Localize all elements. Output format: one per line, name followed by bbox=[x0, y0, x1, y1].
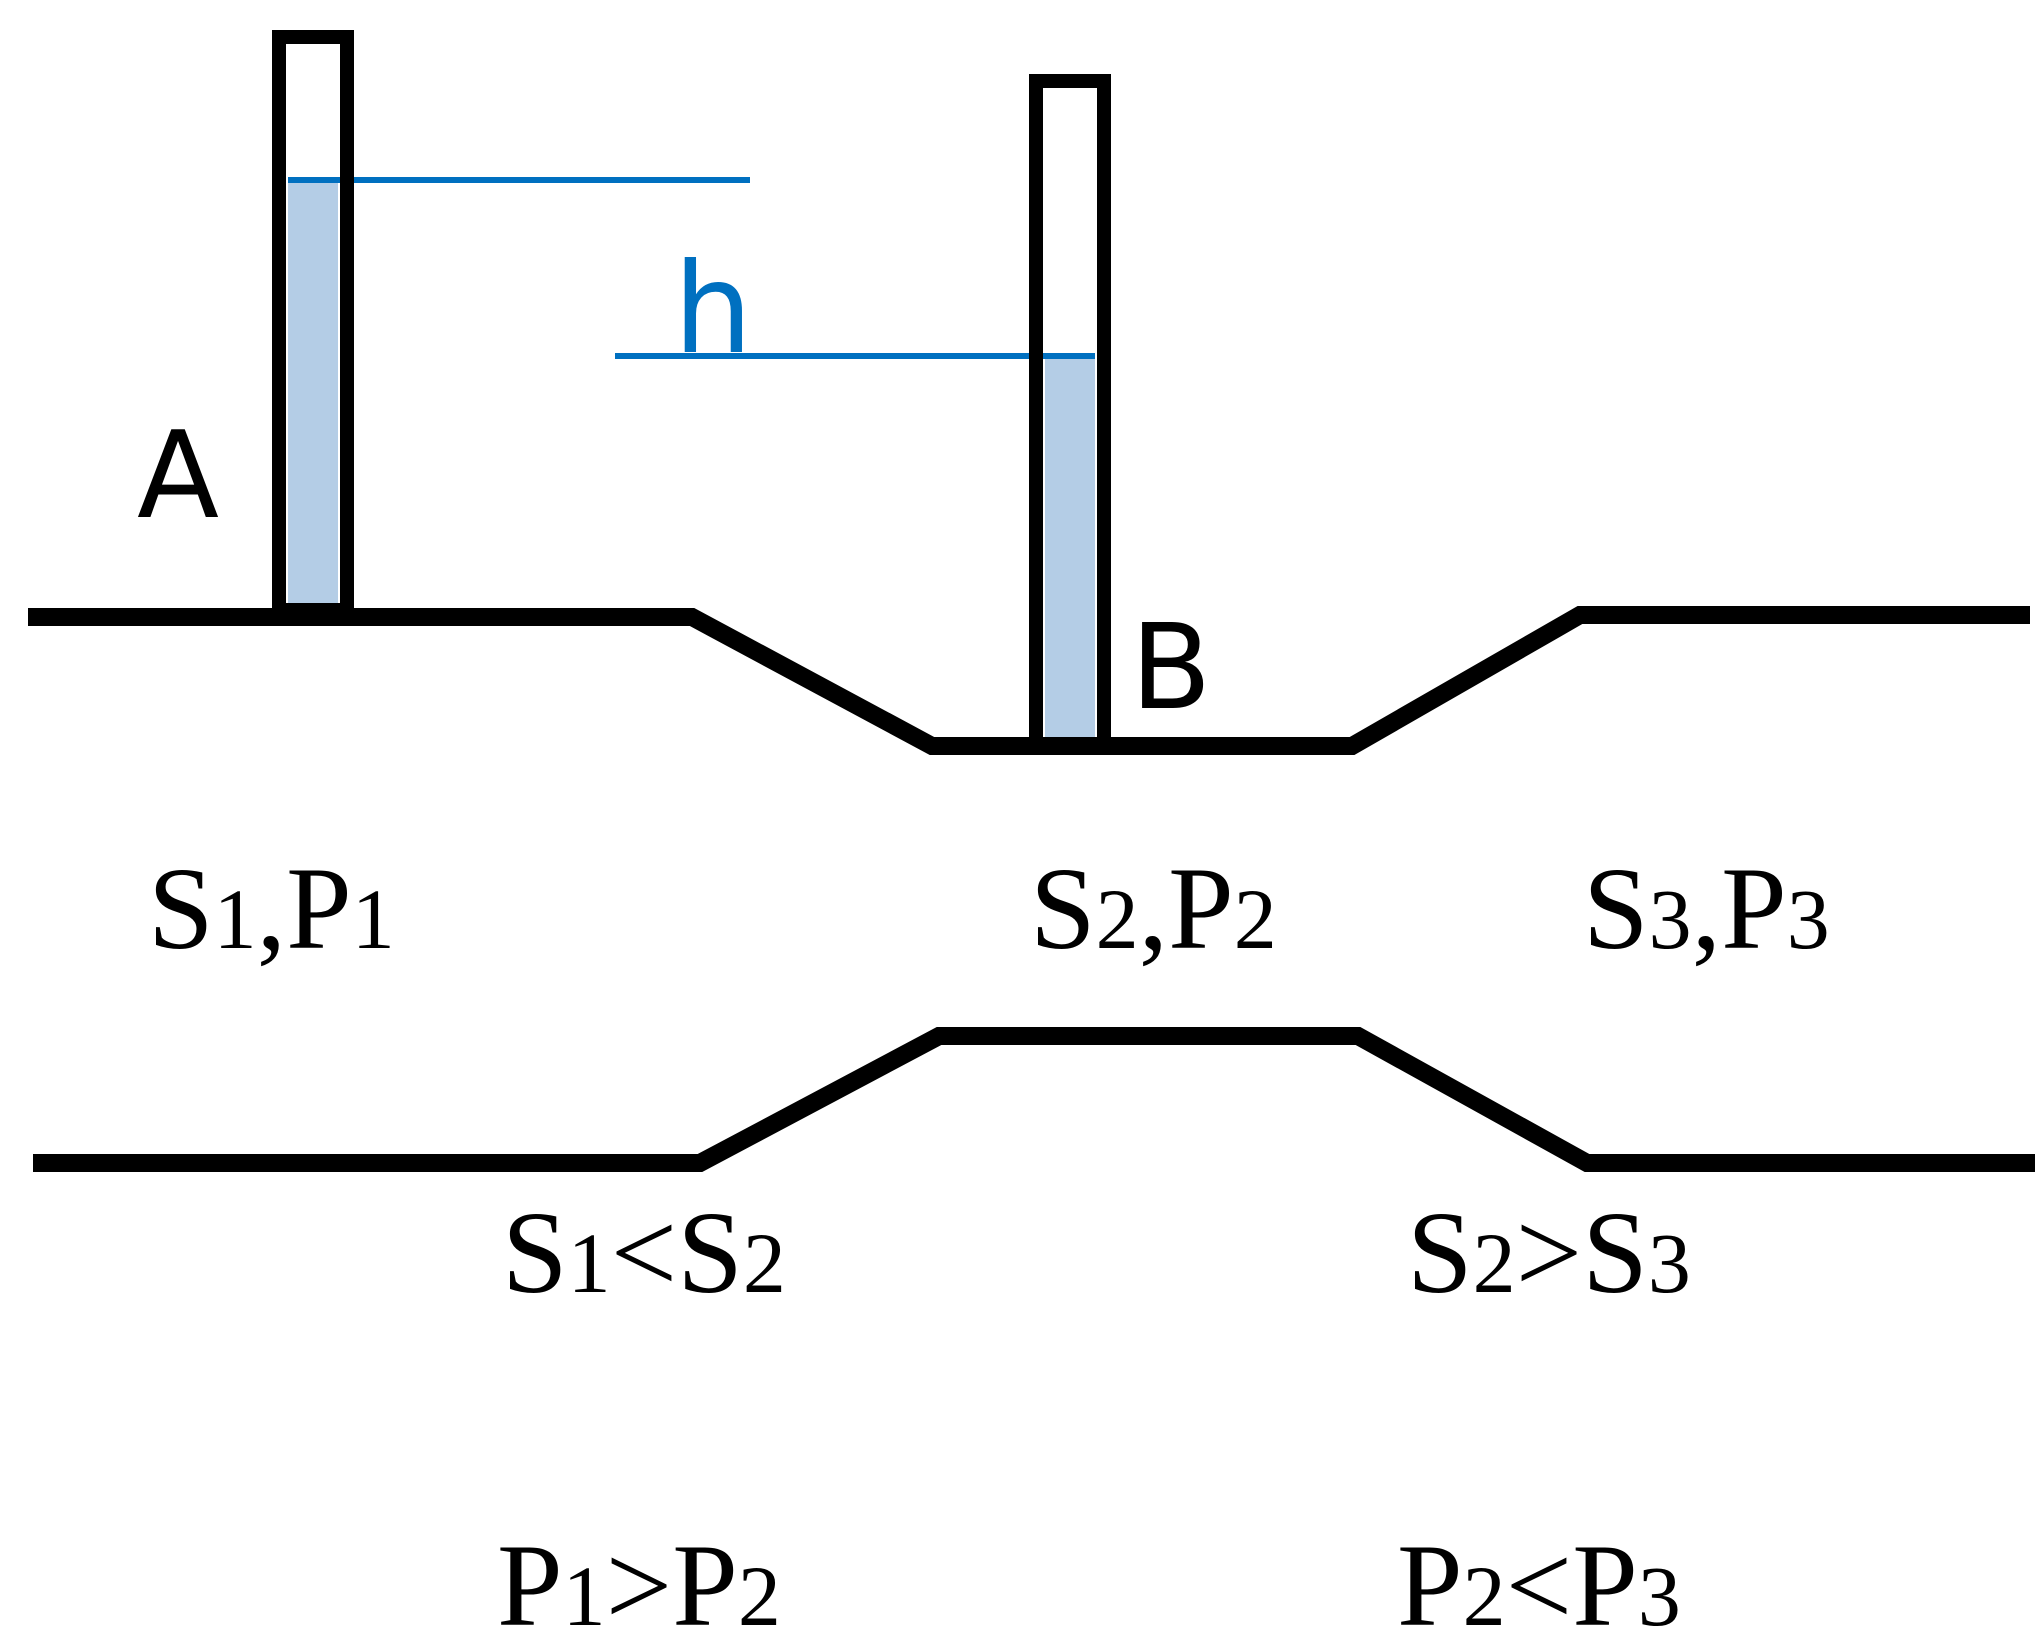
tube-a-water-fill bbox=[288, 180, 338, 610]
pipe-bottom-wall bbox=[33, 1027, 2035, 1172]
height-label: h bbox=[673, 237, 752, 382]
area-relation-left: S1<S2 bbox=[502, 1187, 786, 1318]
point-b-label: B bbox=[1131, 598, 1212, 736]
section-label-2: S2,P2 bbox=[1030, 843, 1277, 974]
pressure-relation-right: P2<P3 bbox=[1397, 1520, 1681, 1650]
point-a-label: A bbox=[137, 407, 219, 546]
section-label-1: S1,P1 bbox=[148, 843, 395, 974]
pipe-top-wall bbox=[28, 606, 2030, 755]
section-label-3: S3,P3 bbox=[1583, 843, 1830, 974]
area-relation-right: S2>S3 bbox=[1407, 1187, 1691, 1318]
tube-b-water-fill bbox=[1045, 356, 1095, 744]
manometer-tube-b bbox=[1029, 74, 1111, 751]
manometer-tube-a bbox=[272, 30, 354, 617]
pressure-relation-left: P1>P2 bbox=[497, 1520, 781, 1650]
